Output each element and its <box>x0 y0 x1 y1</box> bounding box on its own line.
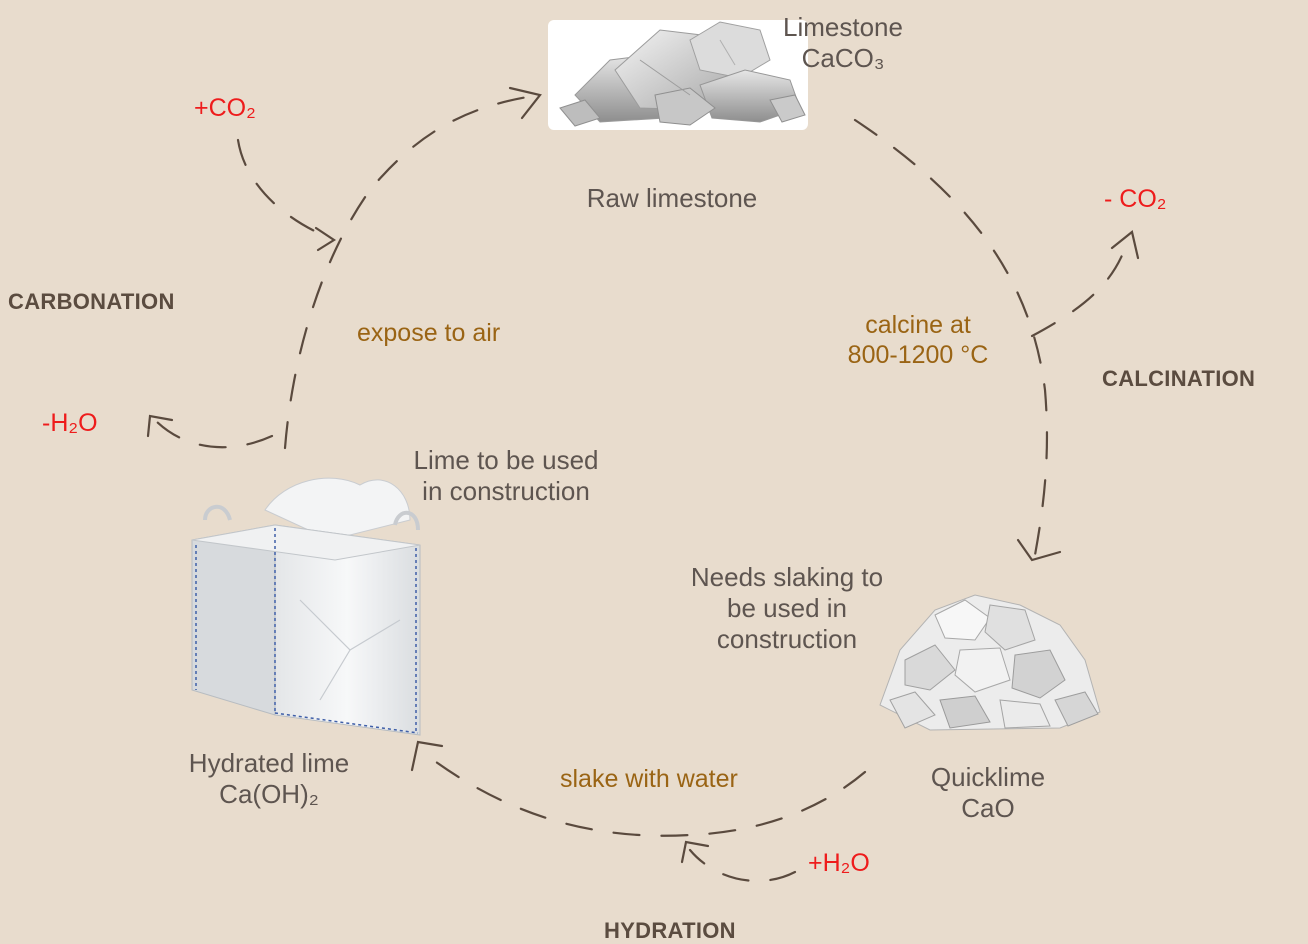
water-in-label: +H₂O <box>808 849 870 877</box>
quicklime-note: Needs slaking to be used in construction <box>691 562 883 656</box>
arrow-hydrated-lime-to-limestone <box>283 93 542 450</box>
raw-limestone-caption: Raw limestone <box>586 183 758 213</box>
hydration-stage-title: HYDRATION <box>604 918 736 943</box>
calcination-condition: calcine at 800-1200 °C <box>848 310 989 370</box>
quicklime-name: Quicklime <box>930 762 1046 792</box>
hydrated-lime-label: Hydrated lime Ca(OH)₂ <box>189 748 349 810</box>
hydrated-lime-bag-image <box>191 477 421 736</box>
arrowhead-water-in <box>680 840 710 864</box>
expose-air-action-label: expose to air <box>357 319 501 347</box>
calcination-condition-line2: 800-1200 °C <box>847 341 989 369</box>
co2-release-label: - CO₂ <box>1104 185 1167 213</box>
arrowhead-co2-release <box>1110 230 1140 260</box>
arrowhead-water-out <box>146 414 174 438</box>
carbonation-stage-title: CARBONATION <box>8 289 175 314</box>
limestone-rocks-image <box>548 20 808 130</box>
quicklime-note-line2: be used in <box>727 593 847 624</box>
quicklime-rocks-image <box>879 594 1101 731</box>
hydrated-lime-name: Hydrated lime <box>188 748 350 778</box>
arrow-quicklime-to-hydrated-lime <box>418 748 867 837</box>
arrowhead-limestone <box>508 86 542 120</box>
arrow-limestone-to-quicklime <box>853 118 1049 557</box>
slake-action-label: slake with water <box>560 765 738 793</box>
arrowheads <box>146 86 1140 864</box>
arrow-water-out <box>153 418 274 449</box>
water-out-label: -H₂O <box>42 409 98 437</box>
arrow-co2-release <box>1030 238 1130 338</box>
cycle-arrows <box>153 93 1130 883</box>
hydrated-lime-formula: Ca(OH)₂ <box>219 779 319 810</box>
arrow-water-in <box>688 848 797 883</box>
hydrated-lime-note: Lime to be used in construction <box>413 445 598 507</box>
quicklime-note-line3: construction <box>716 624 858 655</box>
quicklime-note-line1: Needs slaking to <box>690 562 884 592</box>
arrow-co2-in <box>236 138 332 240</box>
hydrated-lime-note-line2: in construction <box>422 476 590 507</box>
arrowhead-quicklime <box>1016 538 1062 562</box>
quicklime-formula: CaO <box>961 793 1015 824</box>
limestone-formula: CaCO₃ <box>801 43 885 74</box>
arrowhead-co2-in <box>314 226 337 252</box>
calcination-stage-title: CALCINATION <box>1102 366 1256 391</box>
co2-in-label: +CO₂ <box>194 94 256 122</box>
quicklime-label: Quicklime CaO <box>931 762 1045 824</box>
limestone-label: Limestone CaCO₃ <box>783 12 903 74</box>
hydrated-lime-note-line1: Lime to be used <box>413 445 599 475</box>
limestone-name: Limestone <box>783 12 903 42</box>
arrowhead-hydrated-lime <box>410 740 444 772</box>
calcination-condition-line1: calcine at <box>865 311 971 339</box>
